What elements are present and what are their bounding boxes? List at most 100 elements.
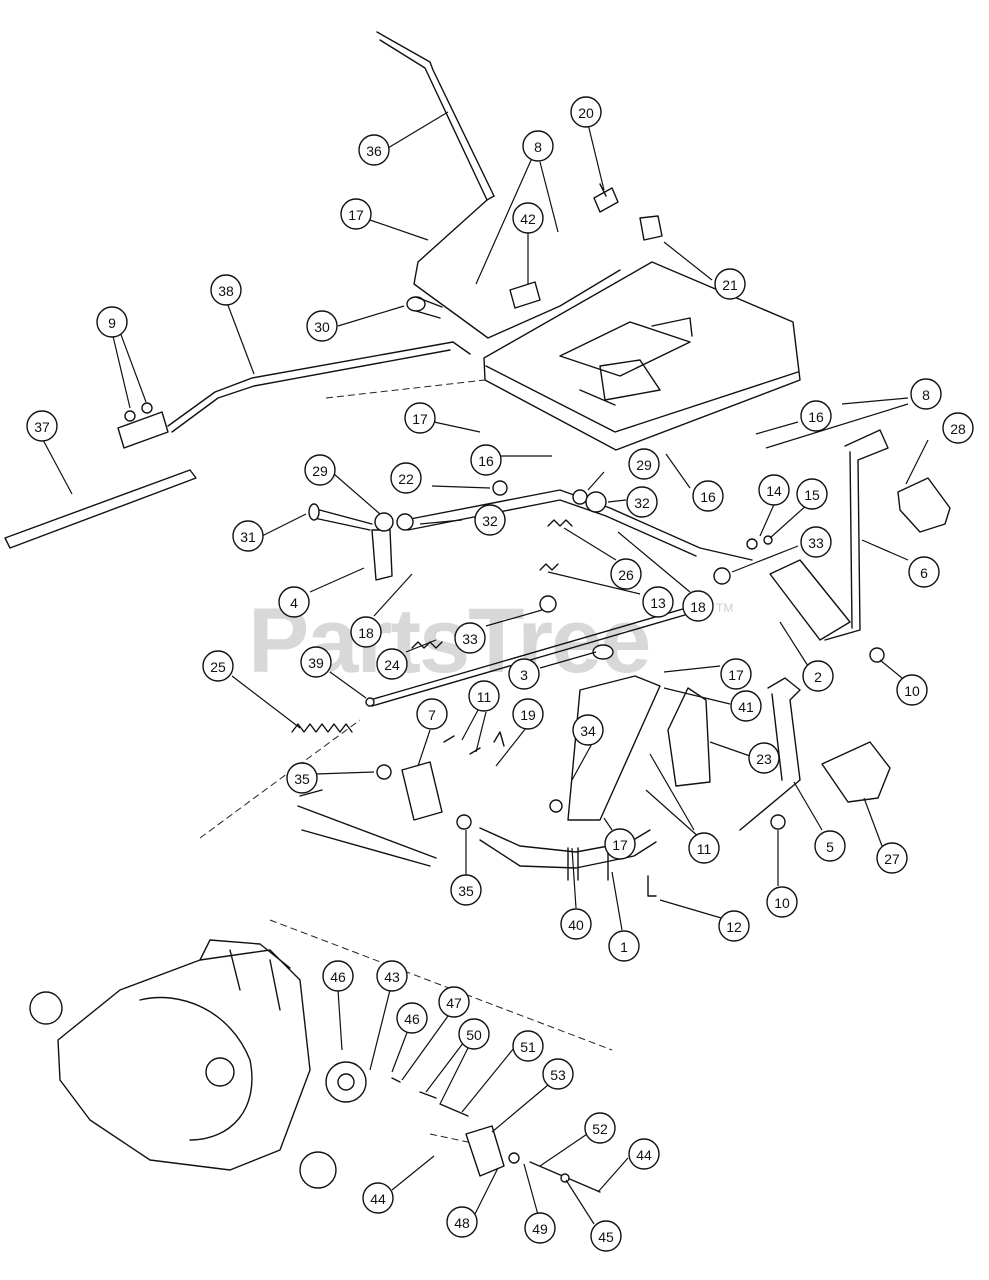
callout: 19: [512, 698, 544, 730]
bushing-32: [396, 513, 414, 531]
svg-text:11: 11: [477, 689, 492, 705]
svg-text:11: 11: [697, 841, 712, 857]
lever-rod: [376, 31, 495, 201]
spacer-30-body: [415, 296, 443, 319]
svg-text:10: 10: [904, 683, 920, 699]
callout: 17: [604, 828, 636, 860]
callout: 49: [524, 1212, 556, 1244]
trademark-text: TM: [716, 601, 733, 615]
callout: 8: [910, 378, 942, 410]
svg-text:33: 33: [808, 535, 824, 551]
axle-right: [299, 1151, 337, 1189]
svg-text:13: 13: [650, 595, 666, 611]
svg-text:3: 3: [520, 667, 528, 683]
svg-text:8: 8: [534, 139, 542, 155]
svg-text:37: 37: [34, 419, 50, 435]
svg-text:18: 18: [358, 625, 374, 641]
svg-text:17: 17: [412, 411, 428, 427]
pedal-arm-5: [739, 677, 801, 831]
callout: 45: [590, 1220, 622, 1252]
part-21: [639, 215, 663, 241]
pulley-43: [325, 1061, 367, 1103]
svg-text:31: 31: [240, 529, 256, 545]
svg-text:40: 40: [568, 917, 584, 933]
bushing-32b: [585, 491, 607, 513]
collar-33a: [539, 595, 557, 613]
svg-text:12: 12: [726, 919, 742, 935]
callout: 6: [908, 556, 940, 588]
callout: 44: [362, 1182, 394, 1214]
callout: 5: [814, 830, 846, 862]
svg-text:47: 47: [446, 995, 462, 1011]
callout: 47: [438, 986, 470, 1018]
pedal-pad-28: [897, 477, 951, 533]
svg-text:39: 39: [308, 655, 324, 671]
callout: 10: [896, 674, 928, 706]
bolt-31-head: [308, 503, 320, 521]
svg-text:29: 29: [312, 463, 328, 479]
callout: 21: [714, 268, 746, 300]
svg-text:26: 26: [618, 567, 634, 583]
callout: 50: [458, 1018, 490, 1050]
callout: 46: [396, 1002, 428, 1034]
svg-text:1: 1: [620, 939, 628, 955]
svg-text:42: 42: [520, 211, 536, 227]
svg-text:33: 33: [462, 631, 478, 647]
svg-text:9: 9: [108, 315, 116, 331]
block-42: [509, 281, 541, 309]
callout: 1: [608, 930, 640, 962]
svg-text:52: 52: [592, 1121, 608, 1137]
svg-text:43: 43: [384, 969, 400, 985]
callout: 39: [300, 646, 332, 678]
washer-49: [508, 1152, 520, 1164]
washer-22: [492, 480, 508, 496]
svg-text:19: 19: [520, 707, 536, 723]
svg-text:50: 50: [466, 1027, 482, 1043]
callout: 17: [340, 198, 372, 230]
rod-39: [369, 603, 703, 707]
nut-10b: [770, 814, 786, 830]
key-12: [647, 875, 657, 897]
nut-45: [560, 1173, 570, 1183]
callout: 51: [512, 1030, 544, 1062]
washer-34: [549, 799, 563, 813]
callout: 41: [730, 690, 762, 722]
spring-25: [291, 723, 353, 733]
svg-text:46: 46: [330, 969, 346, 985]
callout: 15: [796, 478, 828, 510]
svg-text:29: 29: [636, 457, 652, 473]
svg-text:28: 28: [950, 421, 966, 437]
bar-37-bracket: [117, 411, 169, 449]
callout: 31: [232, 520, 264, 552]
callout: 17: [720, 658, 752, 690]
svg-text:35: 35: [294, 771, 310, 787]
svg-text:30: 30: [314, 319, 330, 335]
pedal-arm-6: [824, 429, 889, 641]
callout: 14: [758, 474, 790, 506]
svg-text:53: 53: [550, 1067, 566, 1083]
callout: 24: [376, 648, 408, 680]
svg-text:46: 46: [404, 1011, 420, 1027]
assembly-line-c: [269, 919, 613, 1051]
callout: 40: [560, 908, 592, 940]
part-3: [592, 644, 614, 660]
part-14: [746, 538, 758, 550]
console-bracket: [579, 359, 661, 406]
callout: 23: [748, 742, 780, 774]
callout: 33: [454, 622, 486, 654]
callout: 43: [376, 960, 408, 992]
callout: 28: [942, 412, 974, 444]
svg-text:27: 27: [884, 851, 900, 867]
svg-text:34: 34: [580, 723, 596, 739]
bracket-53: [465, 1125, 505, 1177]
pulley-43-hub: [337, 1073, 355, 1091]
callout: 32: [626, 486, 658, 518]
leader-lines: [41, 111, 929, 1225]
svg-text:36: 36: [366, 143, 382, 159]
transmission-hub: [205, 1057, 235, 1087]
spring-26: [547, 519, 573, 527]
callout: 52: [584, 1112, 616, 1144]
svg-text:8: 8: [922, 387, 930, 403]
callout: 37: [26, 410, 58, 442]
